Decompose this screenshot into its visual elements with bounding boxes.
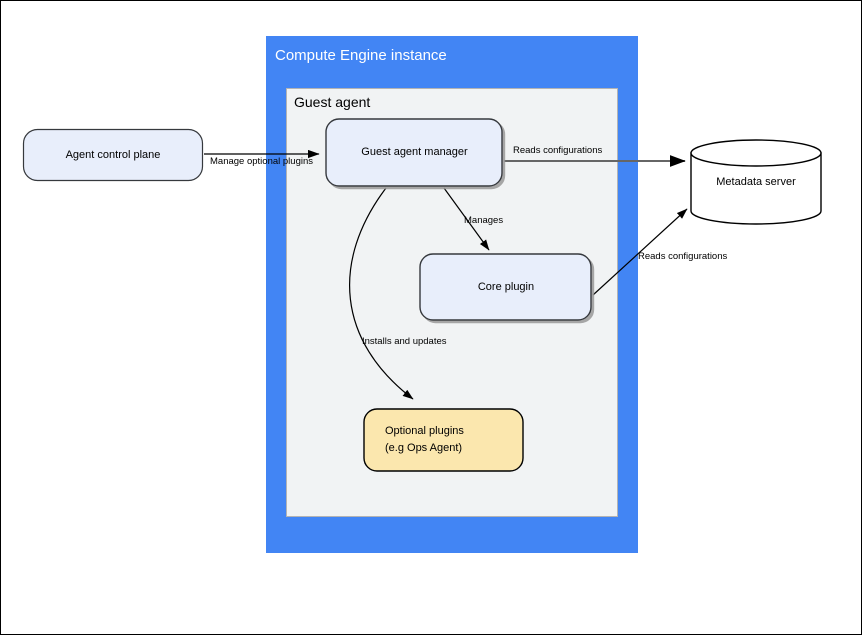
edge-label-reads-configurations-top: Reads configurations: [513, 145, 603, 156]
edge-manages-line: [443, 187, 490, 251]
node-agent-control-plane[interactable]: [22, 128, 204, 182]
compute-engine-title: Compute Engine instance: [275, 47, 447, 64]
node-metadata-server[interactable]: [690, 139, 822, 225]
edge-label-installs-and-updates: Installs and updates: [362, 336, 447, 347]
edge-installs-and-updates-path: [349, 187, 414, 400]
edge-reads-configurations-bottom-line: [592, 208, 688, 296]
node-guest-agent-manager[interactable]: [325, 118, 503, 187]
node-core-plugin[interactable]: [419, 253, 592, 321]
edge-label-manages: Manages: [464, 215, 504, 226]
guest-agent-title: Guest agent: [294, 94, 371, 110]
node-optional-plugins[interactable]: [363, 408, 524, 472]
edge-label-manage-optional-plugins: Manage optional plugins: [210, 156, 313, 167]
edge-label-reads-configurations-bottom: Reads configurations: [638, 251, 728, 262]
